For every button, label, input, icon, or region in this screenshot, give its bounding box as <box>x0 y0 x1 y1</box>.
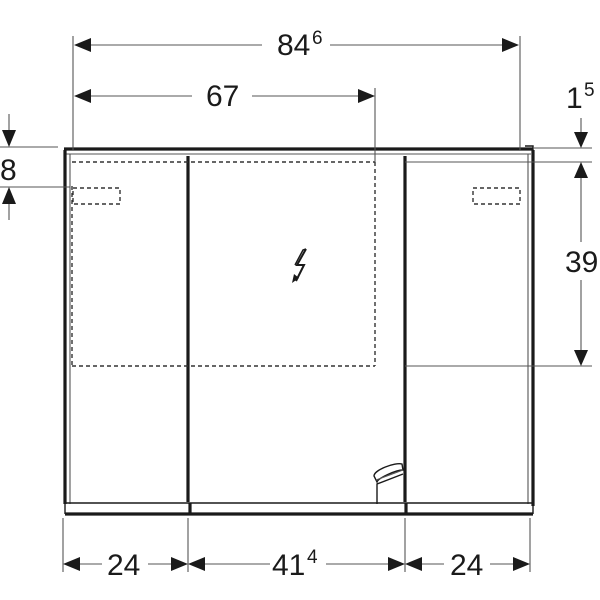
dimension-label-outlet-offset: 67 <box>206 80 239 113</box>
hidden-outlet-zone <box>71 161 376 367</box>
dimension-label-center-door: 41 <box>272 549 305 582</box>
dimension-outlet-offset: 67 <box>74 80 376 162</box>
dimension-overall-width: 84 6 <box>72 28 521 150</box>
dimension-sup-top-offset: 5 <box>584 80 595 101</box>
cabinet-body <box>63 145 535 516</box>
dimension-label-overall-width: 84 <box>277 29 310 62</box>
dimension-sup-overall-width: 6 <box>312 28 323 49</box>
dimension-top-offset: 1 5 <box>405 80 595 163</box>
dimension-label-left-door: 24 <box>107 549 140 582</box>
dimension-outlet-zone-height: 39 <box>405 162 598 367</box>
right-light-strip <box>472 187 521 205</box>
dimension-label-right-door: 24 <box>450 549 483 582</box>
dimension-light-strip-height: 8 <box>0 114 70 220</box>
dimension-label-light-strip-height: 8 <box>0 154 17 187</box>
dimension-label-outlet-zone-height: 39 <box>565 246 598 279</box>
lightning-bolt-icon <box>292 248 307 283</box>
dimension-door-widths: 24 41 4 24 <box>62 518 531 582</box>
dimension-label-top-offset: 1 <box>566 82 583 115</box>
faucet-icon <box>373 462 404 504</box>
left-light-strip <box>72 187 121 205</box>
dimension-sup-center-door: 4 <box>307 547 318 568</box>
